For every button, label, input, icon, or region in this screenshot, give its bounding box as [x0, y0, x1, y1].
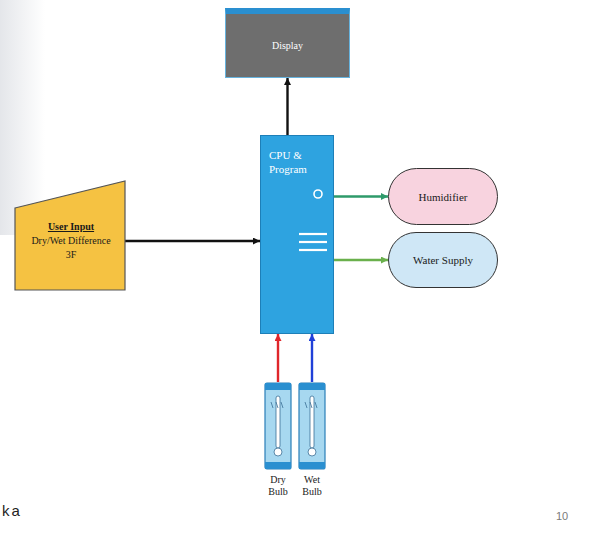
cpu-box: CPU & Program — [260, 135, 334, 334]
scale-tick — [305, 402, 307, 408]
thermometer-body — [299, 383, 325, 469]
user-input-box: User InputDry/Wet Difference 3F — [15, 180, 125, 290]
output-pill: Water Supply — [388, 232, 498, 288]
vent-line — [299, 233, 327, 235]
node-label: Dry Bulb — [262, 474, 294, 498]
side-panel — [0, 0, 45, 235]
display-box: Display — [225, 8, 350, 78]
thermometer-icon — [264, 382, 292, 470]
vent-line — [299, 241, 327, 243]
node-label: User Input — [48, 220, 94, 234]
thermometer-cap — [299, 383, 325, 390]
scale-tick — [310, 402, 312, 408]
thermometer-cap — [299, 462, 325, 469]
node-body: Dry/Wet Difference 3F — [25, 234, 117, 262]
thermometer-icon — [298, 382, 326, 470]
scale-tick — [271, 402, 273, 408]
page-number: 10 — [556, 510, 568, 522]
thermometer-tube — [310, 396, 314, 448]
arrow-connector — [311, 334, 313, 382]
arrow-connector — [125, 240, 260, 242]
scale-tick — [315, 402, 317, 408]
footer-text: ka — [2, 502, 22, 519]
output-pill: Humidifier — [388, 168, 498, 225]
input-outline — [15, 181, 125, 290]
arrow-connector — [334, 259, 388, 261]
thermometer-bulb — [308, 448, 316, 456]
scale-tick — [276, 402, 278, 408]
vent-line — [299, 249, 327, 251]
thermometer-tube — [276, 396, 280, 448]
thermometer-body — [265, 383, 291, 469]
thermometer-bulb — [274, 448, 282, 456]
node-label: Humidifier — [419, 191, 468, 203]
arrow-connector — [334, 195, 388, 197]
arrow-connector — [286, 78, 288, 135]
thermometer-cap — [265, 383, 291, 390]
thermometer: Dry Bulb — [262, 382, 294, 498]
scale-tick — [281, 402, 283, 408]
power-button — [314, 190, 322, 198]
node-label: CPU & Program — [269, 148, 325, 176]
thermometer: Wet Bulb — [296, 382, 328, 498]
node-label: Wet Bulb — [296, 474, 328, 498]
node-label: Water Supply — [413, 254, 473, 266]
node-label: Display — [272, 40, 303, 51]
thermometer-cap — [265, 462, 291, 469]
arrow-connector — [277, 334, 279, 382]
